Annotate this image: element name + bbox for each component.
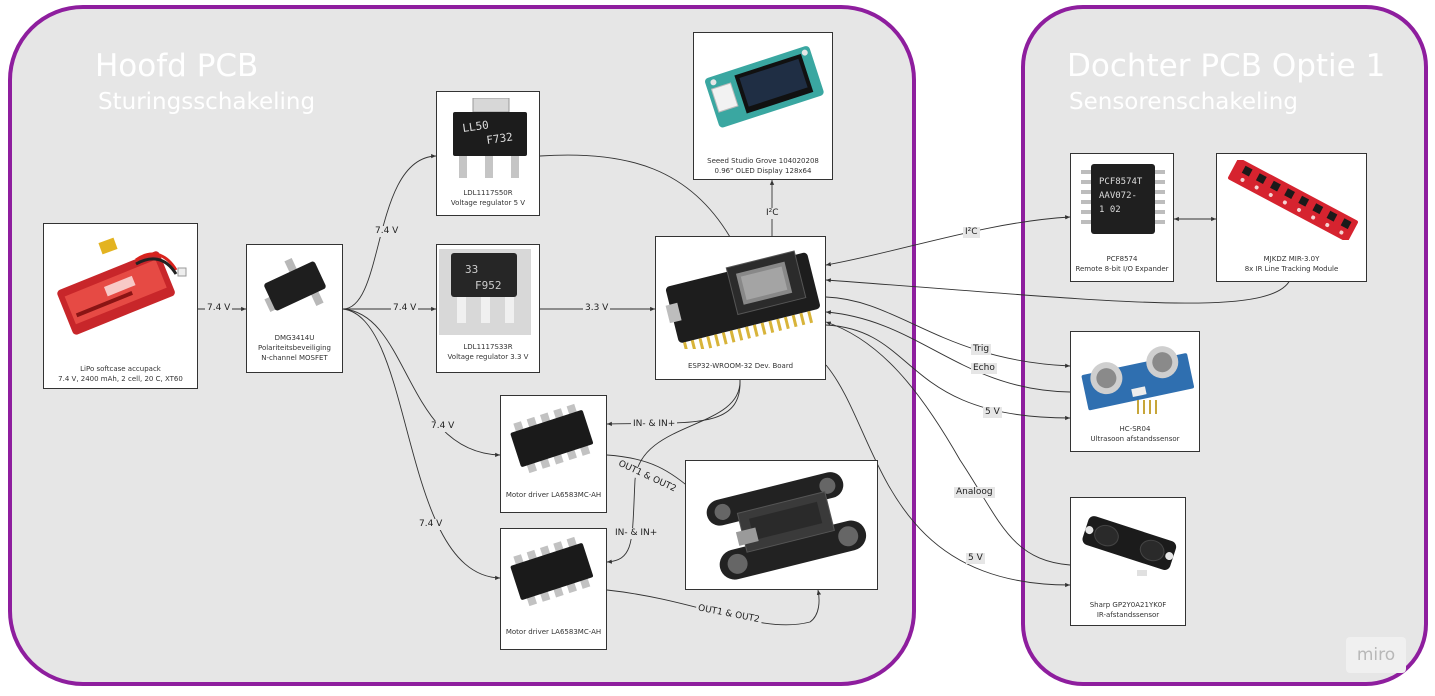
motor-driver-2-caption: Motor driver LA6583MC-AH (505, 628, 602, 636)
reg5-card[interactable]: LL50 F732 LDL1117S50R Voltage regulator … (436, 91, 540, 216)
wire-motor2-tank (606, 589, 822, 626)
label-to-motor2: 7.4 V (417, 519, 445, 530)
label-pcf-i2c: I²C (963, 227, 980, 238)
pcf-caption-1: PCF8574 (1106, 255, 1138, 263)
pcf-caption-2: Remote 8-bit I/O Expander (1075, 265, 1169, 273)
mosfet-card[interactable]: DMG3414U Polariteitsbeveiliging N-channe… (246, 244, 343, 373)
wire-sharp-5v (825, 364, 1071, 588)
ir-caption-2: 8x IR Line Tracking Module (1244, 265, 1339, 273)
hcsr04-card[interactable]: HC-SR04 Ultrasoon afstandssensor (1070, 331, 1200, 452)
motor-driver-2-card[interactable]: Motor driver LA6583MC-AH (500, 528, 607, 650)
label-analoog: Analoog (954, 487, 995, 498)
wire-esp-motor1 (606, 379, 741, 427)
label-oled-i2c: I²C (764, 208, 781, 219)
label-bat-mosfet: 7.4 V (205, 303, 233, 314)
reg33-marking-2: F952 (475, 279, 502, 292)
mosfet-caption-2: Polariteitsbeveiliging (257, 344, 331, 352)
reg33-marking-1: 33 (465, 263, 478, 276)
motor-driver-1-chip-image (510, 403, 593, 474)
label-esp-m1: IN- & IN+ (631, 419, 678, 430)
wire-to-motor2 (342, 308, 501, 581)
reg5-marking-2: F732 (486, 130, 514, 147)
main-pcb-title: Hoofd PCB (95, 48, 259, 84)
pcf-marking-3: 1 02 (1099, 205, 1121, 215)
battery-caption-2: 7.4 V, 2400 mAh, 2 cell, 20 C, XT60 (58, 375, 183, 383)
sharp-card[interactable]: Sharp GP2Y0A21YK0F IR-afstandssensor (1070, 497, 1186, 626)
oled-card[interactable]: Seeed Studio Grove 104020208 0.96" OLED … (693, 32, 833, 180)
sharp-ir-sensor-image (1082, 516, 1177, 576)
ir-line-tracking-image (1228, 160, 1358, 240)
reg33-caption-2: Voltage regulator 3.3 V (447, 353, 529, 361)
wire-trig (825, 296, 1071, 368)
regulator-33v-image: 33 F952 (439, 249, 531, 335)
reg5-caption-2: Voltage regulator 5 V (450, 199, 526, 207)
sharp-caption-2: IR-afstandssensor (1096, 611, 1160, 619)
daughter-pcb-title: Dochter PCB Optie 1 (1067, 48, 1386, 84)
motor-driver-1-caption: Motor driver LA6583MC-AH (505, 491, 602, 499)
reg5-marking-1: LL50 (462, 118, 490, 135)
reg33-card[interactable]: 33 F952 LDL1117S33R Voltage regulator 3.… (436, 244, 540, 373)
daughter-pcb-subtitle: Sensorenschakeling (1069, 89, 1298, 115)
wire-irtrack-esp (825, 278, 1291, 304)
miro-watermark: miro (1346, 637, 1406, 673)
pcf8574-card[interactable]: PCF8574T AAV072- 1 02 PCF8574 Remote 8-b… (1070, 153, 1174, 282)
esp32-card[interactable]: ESP32-WROOM-32 Dev. Board (655, 236, 826, 380)
regulator-5v-image: LL50 F732 (453, 98, 527, 178)
label-trig: Trig (971, 344, 992, 355)
wire-echo (825, 310, 1071, 393)
hcsr04-caption-1: HC-SR04 (1119, 425, 1151, 433)
lipo-battery-image (57, 237, 187, 335)
label-reg33-esp: 3.3 V (583, 303, 611, 314)
label-to-reg5: 7.4 V (373, 226, 401, 237)
tank-chassis-card[interactable] (685, 460, 878, 590)
battery-caption-1: LiPo softcase accupack (80, 365, 161, 373)
label-to-reg33: 7.4 V (391, 303, 419, 314)
pcf-marking-1: PCF8574T (1099, 177, 1143, 187)
reg5-caption-1: LDL1117S50R (463, 189, 513, 197)
oled-caption-1: Seeed Studio Grove 104020208 (707, 157, 819, 165)
esp32-caption-1: ESP32-WROOM-32 Dev. Board (687, 362, 794, 370)
label-to-motor1: 7.4 V (429, 421, 457, 432)
wire-to-motor1 (342, 308, 501, 457)
ir-caption-1: MJKDZ MIR-3.0Y (1263, 255, 1320, 263)
ir-tracking-card[interactable]: MJKDZ MIR-3.0Y 8x IR Line Tracking Modul… (1216, 153, 1367, 282)
label-sharp-5v: 5 V (966, 553, 985, 564)
pcf8574-chip-image: PCF8574T AAV072- 1 02 (1081, 164, 1165, 234)
label-echo: Echo (971, 363, 997, 374)
wire-esp-pcf (825, 215, 1071, 267)
oled-display-image (705, 46, 824, 128)
pcf-marking-2: AAV072- (1099, 191, 1137, 201)
battery-card[interactable]: LiPo softcase accupack 7.4 V, 2400 mAh, … (43, 223, 198, 389)
label-esp-m2: IN- & IN+ (613, 528, 660, 539)
main-pcb-subtitle: Sturingsschakeling (98, 89, 316, 115)
tank-chassis-image (706, 472, 867, 580)
wire-hc-5v (825, 324, 1071, 421)
mosfet-caption-1: DMG3414U (274, 334, 315, 342)
wire-analoog (825, 321, 1071, 566)
oled-caption-2: 0.96" OLED Display 128x64 (714, 167, 812, 175)
motor-driver-2-chip-image (510, 536, 593, 607)
reg33-caption-1: LDL1117S33R (463, 343, 513, 351)
sharp-caption-1: Sharp GP2Y0A21YK0F (1089, 601, 1167, 609)
hcsr04-caption-2: Ultrasoon afstandssensor (1090, 435, 1180, 443)
label-hc-5v: 5 V (983, 407, 1002, 418)
mosfet-chip-image (264, 257, 326, 313)
motor-driver-1-card[interactable]: Motor driver LA6583MC-AH (500, 395, 607, 513)
hcsr04-sensor-image (1081, 346, 1195, 414)
esp32-board-image (665, 250, 820, 349)
wire-reg5-esp (539, 154, 731, 238)
mosfet-caption-3: N-channel MOSFET (261, 354, 328, 362)
